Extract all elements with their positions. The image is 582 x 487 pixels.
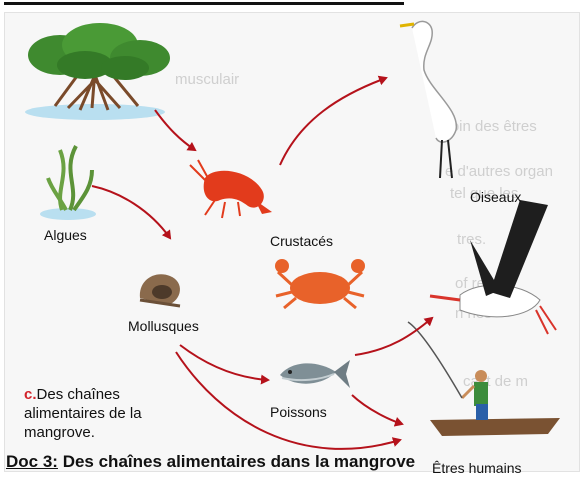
label-etres-humains: Êtres humains: [432, 460, 521, 476]
arrow-poissons-to-etres-humains: [352, 395, 402, 424]
label-poissons: Poissons: [270, 404, 327, 420]
crab-icon: [275, 259, 365, 308]
egret-icon: [400, 21, 456, 178]
arrow-mangrove-to-crustaces: [155, 110, 195, 150]
arrow-poissons-to-oiseaux: [355, 318, 432, 355]
arrow-mollusques-to-etres-humains: [176, 352, 400, 449]
figure-caption: c.Des chaînes alimentaires de la mangrov…: [24, 385, 174, 442]
document-label: Doc 3:: [6, 452, 58, 471]
caption-letter: c.: [24, 386, 37, 403]
document-title: Doc 3: Des chaînes alimentaires dans la …: [6, 452, 415, 472]
stork-icon: [430, 200, 556, 334]
caption-text: Des chaînes alimentaires de la mangrove.: [24, 386, 142, 441]
label-algues: Algues: [44, 227, 87, 243]
label-mollusques: Mollusques: [128, 318, 199, 334]
fisherman-icon: [408, 322, 560, 436]
mangrove-tree-icon: [25, 23, 170, 120]
snail-icon: [140, 274, 180, 306]
label-oiseaux: Oiseaux: [470, 189, 521, 205]
arrow-crustaces-to-oiseaux: [280, 78, 386, 165]
arrow-algues-to-mollusques: [92, 186, 170, 238]
label-crustaces: Crustacés: [270, 233, 333, 249]
algae-icon: [40, 146, 96, 220]
shrimp-icon: [190, 160, 272, 218]
document-title-text: Des chaînes alimentaires dans la mangrov…: [58, 452, 415, 471]
fish-icon: [280, 360, 350, 388]
